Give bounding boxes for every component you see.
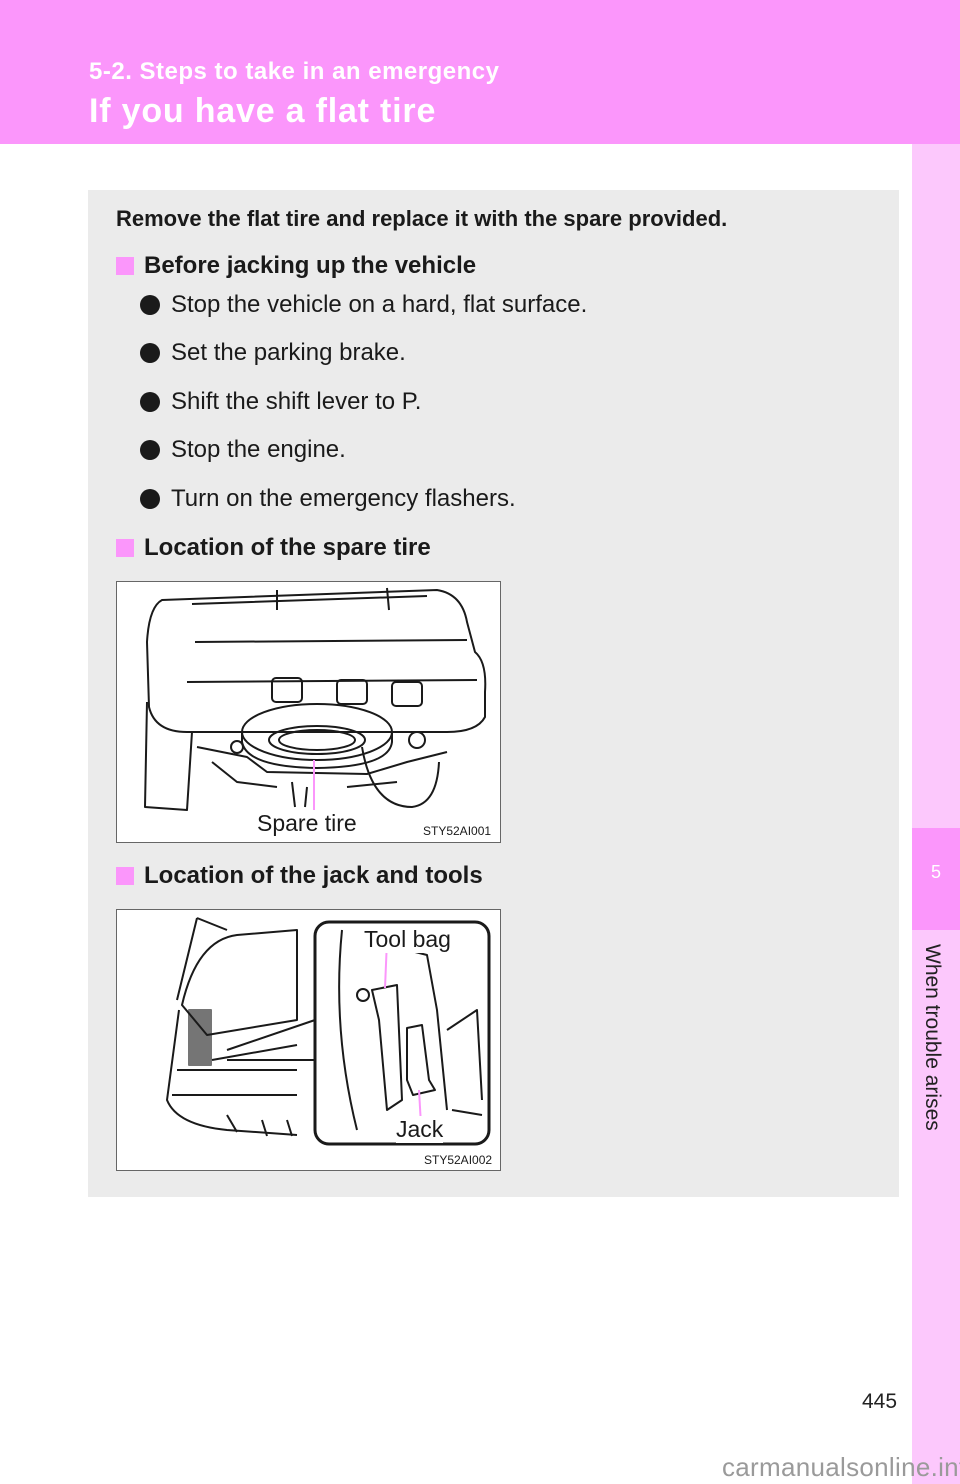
- round-bullet-icon: [140, 392, 160, 412]
- list-item: Stop the vehicle on a hard, flat surface…: [140, 291, 587, 319]
- list-item-text: Stop the vehicle on a hard, flat surface…: [171, 291, 588, 318]
- subheading-text: Location of the spare tire: [144, 534, 431, 561]
- list-item-text: Stop the engine.: [171, 436, 346, 463]
- page-header: 5-2. Steps to take in an emergency If yo…: [0, 0, 960, 144]
- jack-label: Jack: [396, 1116, 444, 1143]
- intro-text: Remove the flat tire and replace it with…: [116, 206, 728, 231]
- subheading-spare-tire: Location of the spare tire: [116, 534, 431, 562]
- spare-tire-figure: Spare tire STY52AI001: [116, 581, 501, 843]
- subheading-before-jacking: Before jacking up the vehicle: [116, 252, 476, 280]
- subheading-jack-tools: Location of the jack and tools: [116, 862, 483, 890]
- spare-tire-label: Spare tire: [257, 810, 357, 837]
- list-item: Shift the shift lever to P.: [140, 388, 421, 416]
- square-bullet-icon: [116, 867, 134, 885]
- list-item-text: Shift the shift lever to P.: [171, 388, 422, 415]
- list-item: Turn on the emergency flashers.: [140, 485, 516, 513]
- list-item: Stop the engine.: [140, 436, 346, 464]
- side-strip: [912, 144, 960, 1484]
- chapter-tab[interactable]: [912, 828, 960, 930]
- round-bullet-icon: [140, 343, 160, 363]
- tool-bag-label: Tool bag: [364, 926, 451, 953]
- jack-tools-figure: Tool bag Jack STY52AI002: [116, 909, 501, 1171]
- jack-tools-illustration: [166, 917, 491, 1146]
- round-bullet-icon: [140, 489, 160, 509]
- subheading-text: Before jacking up the vehicle: [144, 252, 477, 279]
- round-bullet-icon: [140, 440, 160, 460]
- subheading-text: Location of the jack and tools: [144, 862, 483, 889]
- list-item: Set the parking brake.: [140, 339, 406, 367]
- page-title: If you have a flat tire: [89, 92, 437, 130]
- figure-code: STY52AI001: [423, 824, 492, 838]
- spare-tire-illustration: [144, 587, 487, 812]
- square-bullet-icon: [116, 257, 134, 275]
- figure-code: STY52AI002: [424, 1153, 493, 1167]
- chapter-number: 5: [930, 862, 941, 882]
- list-item-text: Turn on the emergency flashers.: [171, 485, 516, 512]
- list-item-text: Set the parking brake.: [171, 339, 406, 366]
- chapter-name: When trouble arises: [921, 944, 944, 1131]
- square-bullet-icon: [116, 539, 134, 557]
- round-bullet-icon: [140, 295, 160, 315]
- watermark[interactable]: carmanualsonline.info: [722, 1452, 960, 1482]
- page-number: 445: [862, 1390, 898, 1413]
- section-label: 5-2. Steps to take in an emergency: [89, 58, 500, 85]
